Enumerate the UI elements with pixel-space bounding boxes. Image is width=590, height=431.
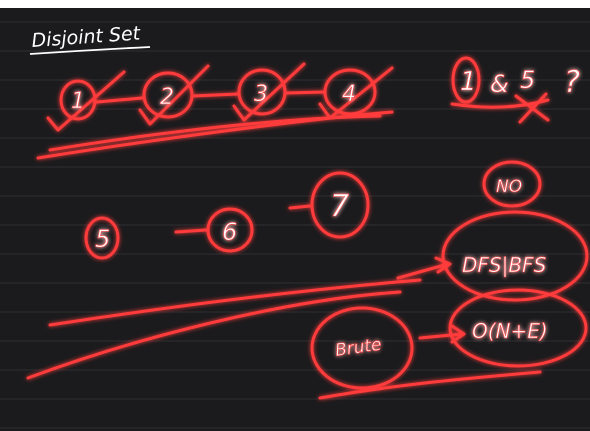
node-circle-6 xyxy=(206,207,254,253)
tick-mark-1 xyxy=(46,70,126,132)
top-row-underline-2 xyxy=(48,114,382,152)
cross-mark xyxy=(514,92,550,124)
node-label-4: 4 xyxy=(342,82,356,107)
edge-5-6 xyxy=(174,228,208,234)
node-label-3: 3 xyxy=(254,82,268,107)
tick-mark-3 xyxy=(232,62,306,122)
node-label-6: 6 xyxy=(222,218,237,246)
tick-mark-2 xyxy=(138,64,210,126)
bottom-stroke xyxy=(318,370,542,400)
node-circle-5 xyxy=(84,216,120,260)
arrow-to-dfs xyxy=(396,256,452,280)
arrow-to-complexity xyxy=(418,324,466,344)
question-circle-1 xyxy=(451,56,481,104)
edge-3-4 xyxy=(284,90,326,95)
node-circle-7 xyxy=(310,171,370,239)
node-label-5: 5 xyxy=(95,225,110,253)
complexity-label: O(N+E) xyxy=(472,319,548,343)
node-label-2: 2 xyxy=(160,85,174,110)
edge-2-3 xyxy=(191,92,240,98)
answer-circle xyxy=(482,160,542,208)
complexity-oval xyxy=(448,288,588,368)
edge-6-7 xyxy=(288,204,312,210)
dfs-bfs-label: DFS|BFS xyxy=(462,253,547,277)
edge-1-2 xyxy=(95,96,144,104)
node-label-7: 7 xyxy=(330,189,349,224)
ruled-lines xyxy=(0,21,590,429)
node-label-1: 1 xyxy=(71,89,85,114)
long-stroke-1 xyxy=(48,278,422,327)
question-first: 1 xyxy=(460,67,477,97)
long-stroke-2 xyxy=(26,290,402,380)
question-mark: ? xyxy=(564,65,580,100)
node-circle-1 xyxy=(59,79,97,121)
brute-oval xyxy=(310,306,414,390)
dfs-bfs-oval xyxy=(441,210,589,302)
answer-label: NO xyxy=(496,177,522,197)
question-last: 5 xyxy=(520,66,535,94)
question-middle: & xyxy=(490,70,509,98)
heading-underline xyxy=(29,46,151,55)
